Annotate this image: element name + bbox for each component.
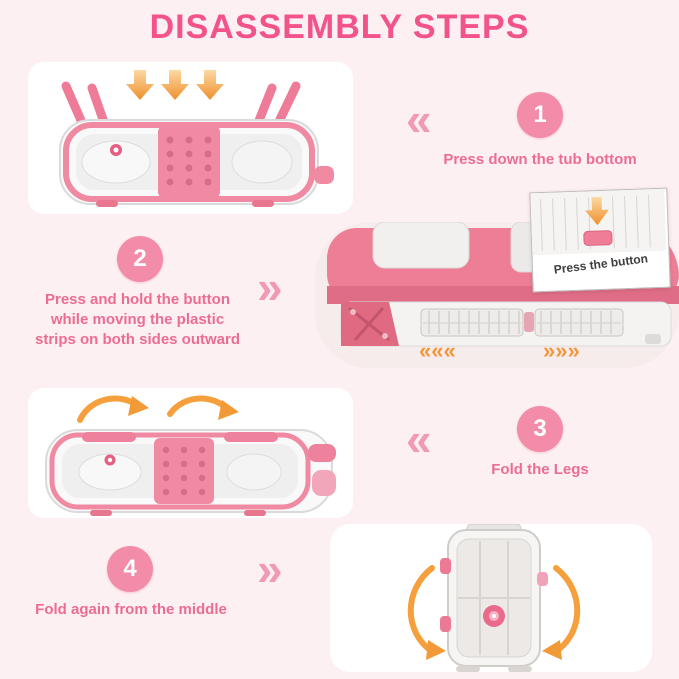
slide-outward-right-icon: »»»	[543, 338, 580, 363]
step3-product-image	[28, 388, 353, 518]
step1-instruction: Press down the tub bottom	[443, 151, 637, 168]
fold-arrows-icon	[407, 565, 581, 660]
step1-number-badge: 1	[517, 92, 563, 138]
down-arrows-icon	[126, 70, 224, 100]
step1-product-image	[28, 62, 353, 214]
step2-instruction: Press and hold the button while moving t…	[34, 291, 240, 348]
chevron-right-icon: »	[257, 543, 283, 595]
folded-standing-tub-illustration	[440, 524, 548, 672]
chevron-left-icon: «	[406, 413, 432, 465]
folded-flat-tub-illustration	[45, 429, 336, 516]
step4-instruction: Fold again from the middle	[35, 601, 227, 618]
chevron-left-icon: «	[406, 93, 432, 145]
page-title: DISASSEMBLY STEPS	[149, 8, 530, 46]
press-button	[583, 230, 613, 246]
step4-number-badge: 4	[107, 546, 153, 592]
slide-outward-left-icon: «««	[419, 338, 456, 363]
step4-product-image	[330, 524, 652, 672]
corner-bracket	[341, 302, 399, 346]
chevron-right-icon: »	[257, 261, 283, 313]
plastic-strips	[420, 308, 624, 337]
down-arrow-icon	[584, 196, 609, 226]
step3-instruction: Fold the Legs	[491, 461, 589, 478]
press-button-inset: Press the button	[529, 187, 671, 293]
open-tub-illustration	[59, 81, 334, 207]
step3-number-badge: 3	[517, 406, 563, 452]
fold-arrows-icon	[77, 395, 239, 423]
step2-number-badge: 2	[117, 236, 163, 282]
